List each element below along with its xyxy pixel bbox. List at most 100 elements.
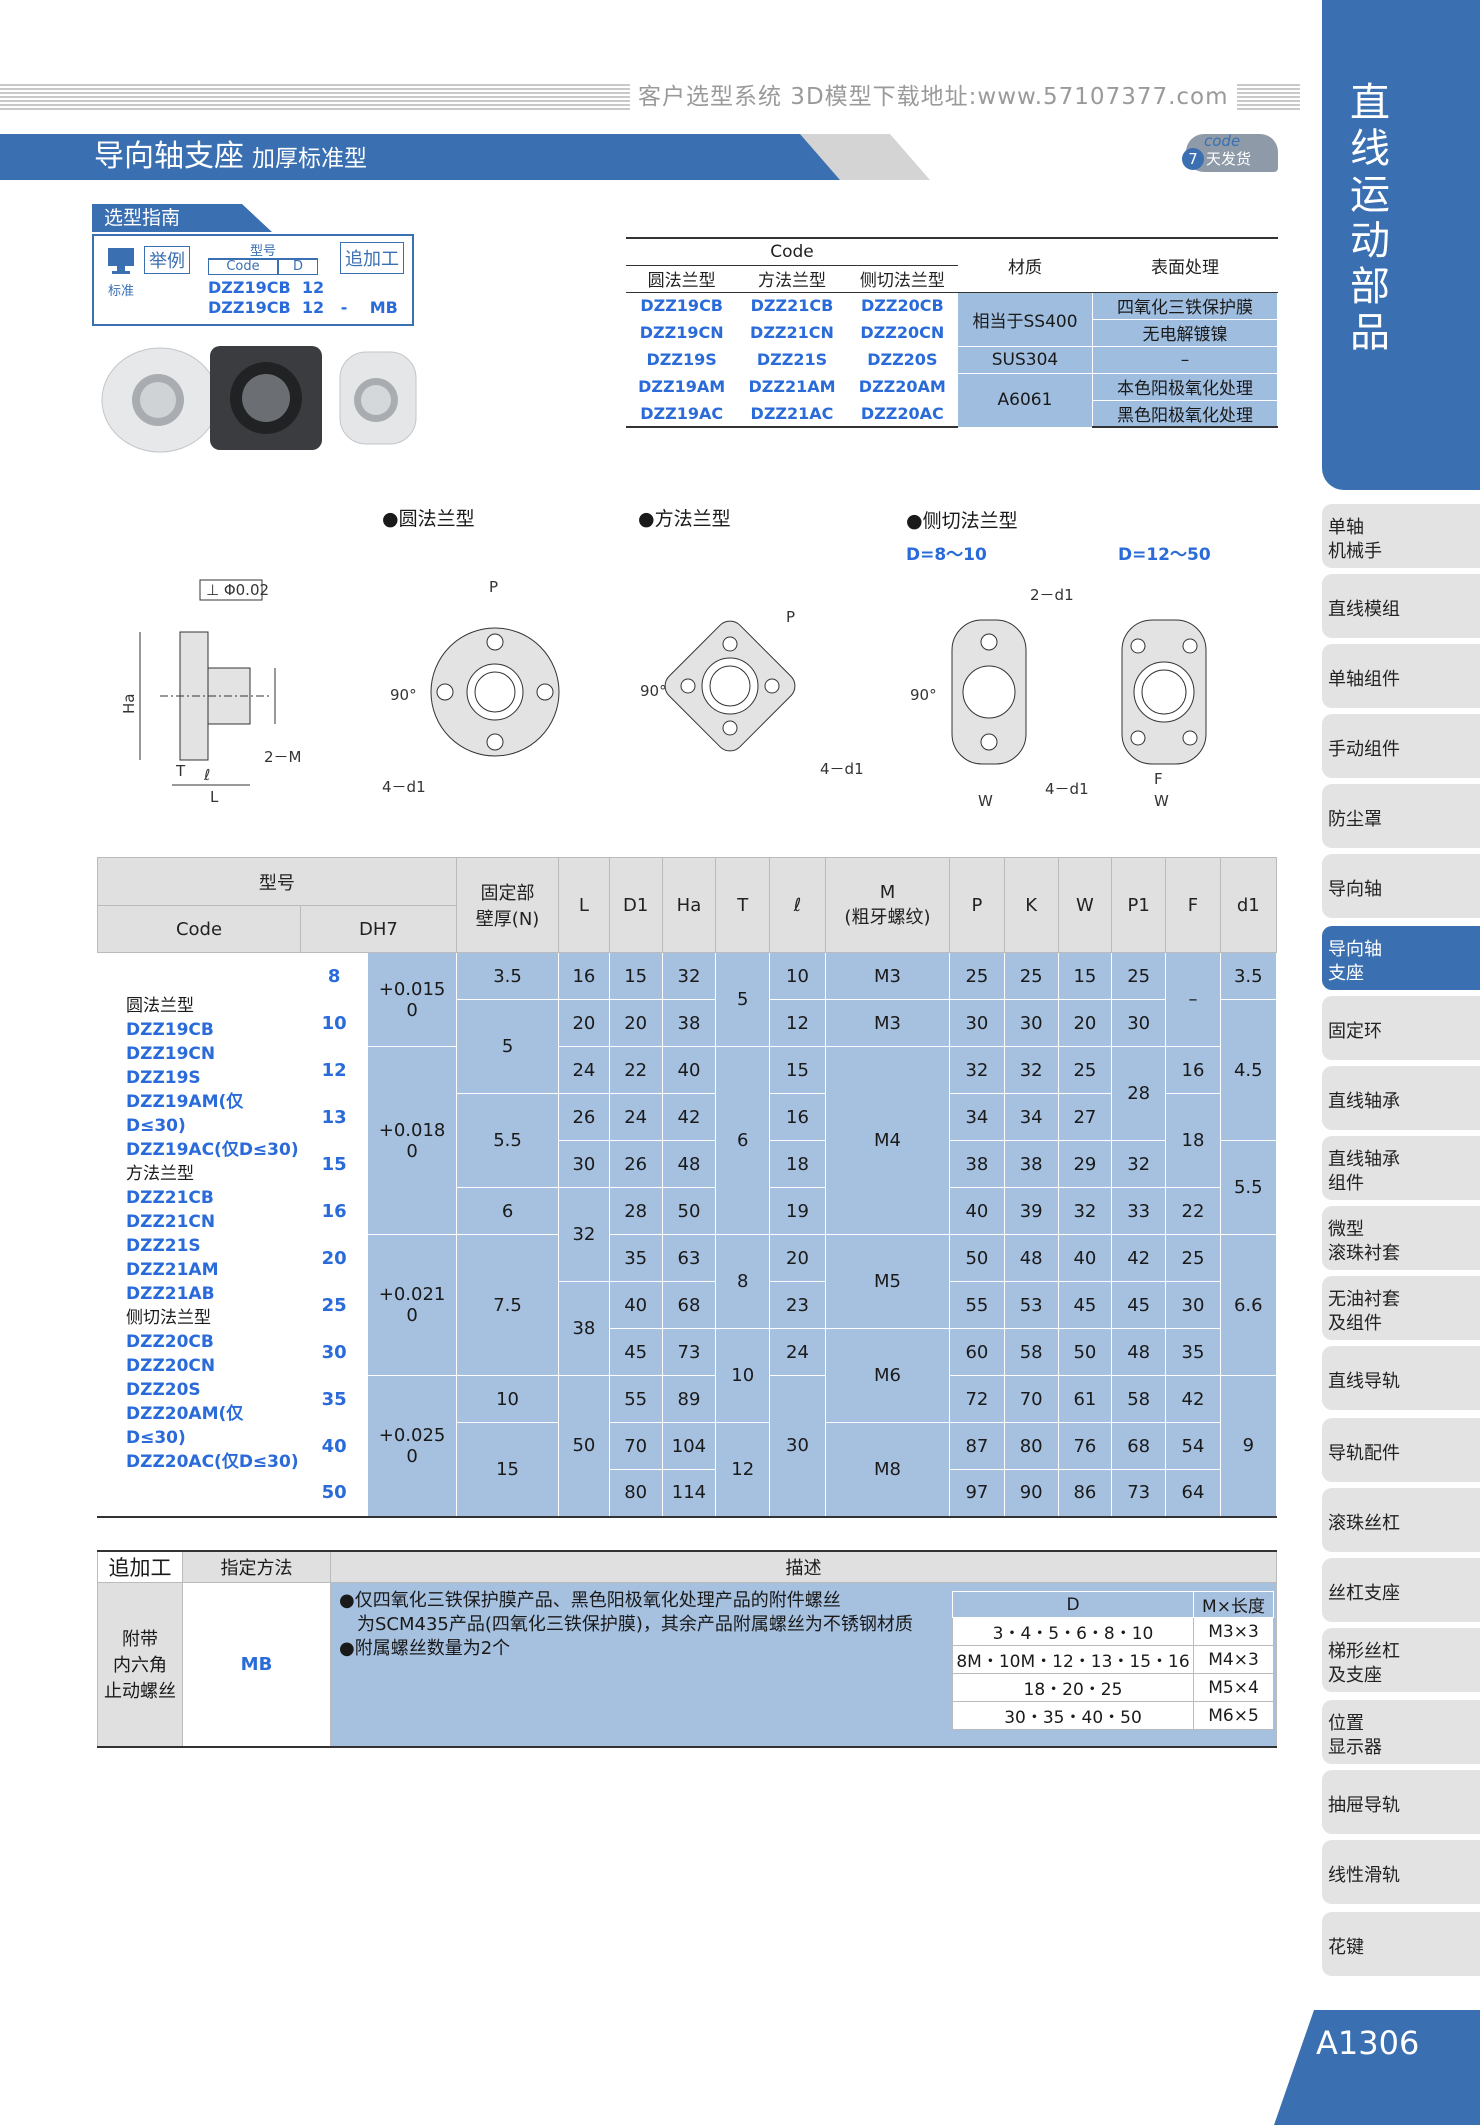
- l-cell: 18: [769, 1140, 826, 1188]
- D1-cell: 20: [608, 999, 663, 1047]
- sidebar-item[interactable]: 导向轴: [1322, 854, 1480, 918]
- d-cell: 12: [300, 1046, 369, 1094]
- code-list-item: DZZ20AM(仅D≤30): [126, 1404, 244, 1449]
- sidebar-item[interactable]: 导轨配件: [1322, 1418, 1480, 1482]
- D1-cell: 22: [608, 1046, 663, 1094]
- sidebar-item[interactable]: 直线轴承: [1322, 1066, 1480, 1130]
- L-cell: 38: [558, 1281, 610, 1376]
- sidebar-item[interactable]: 单轴组件: [1322, 644, 1480, 708]
- d-cell: 15: [300, 1140, 369, 1188]
- section-view: [139, 579, 276, 786]
- header-M: M (粗牙螺纹): [824, 857, 951, 953]
- standard-label: 标准: [108, 284, 135, 299]
- selection-guide-tab: 选型指南: [92, 204, 272, 232]
- side-cut-large-drawing: [1121, 619, 1207, 765]
- code-cell: DZZ21AM: [736, 372, 848, 401]
- D1-cell: 35: [608, 1234, 663, 1282]
- sidebar-item[interactable]: 防尘罩: [1322, 784, 1480, 848]
- badge-number: 7: [1182, 148, 1204, 170]
- D1-cell: 70: [608, 1422, 663, 1470]
- sidebar-item[interactable]: 直线模组: [1322, 574, 1480, 638]
- T-cell: 5: [715, 952, 771, 1047]
- sidebar-item[interactable]: 花键: [1322, 1912, 1480, 1976]
- sidebar-item[interactable]: 固定环: [1322, 996, 1480, 1060]
- d-cell: 50: [300, 1469, 369, 1518]
- sidebar-item[interactable]: 单轴 机械手: [1322, 504, 1480, 568]
- dim-label: P: [489, 578, 498, 596]
- sidebar-item[interactable]: 无油衬套 及组件: [1322, 1276, 1480, 1340]
- W-cell: 76: [1057, 1422, 1113, 1470]
- dim-label: 90°: [390, 686, 417, 704]
- D1-cell: 15: [608, 952, 663, 1000]
- d1-cell: 9: [1219, 1375, 1278, 1518]
- code-cell: DZZ19CN: [625, 318, 738, 347]
- dim-label: Ha: [120, 694, 138, 714]
- page-subtitle: 加厚标准型: [252, 146, 367, 172]
- P-cell: 40: [949, 1187, 1005, 1235]
- d-cell: 13: [300, 1093, 369, 1141]
- code-cell: DZZ20CN: [846, 318, 959, 347]
- K-cell: 48: [1003, 1234, 1059, 1282]
- Ha-cell: 114: [661, 1469, 717, 1518]
- code-cell: DZZ20AC: [846, 399, 959, 428]
- sidebar-item[interactable]: 丝杠支座: [1322, 1558, 1480, 1622]
- extra-label: 追加工: [340, 242, 404, 274]
- delivery-badge: code 7 天发货: [1178, 132, 1278, 174]
- P1-cell: 30: [1111, 999, 1167, 1047]
- P-cell: 55: [949, 1281, 1005, 1329]
- sidebar-item[interactable]: 抽屉导轨: [1322, 1770, 1480, 1834]
- sidebar-item[interactable]: 导向轴 支座: [1322, 926, 1480, 990]
- code-list-item: DZZ21AB: [126, 1284, 215, 1305]
- d-cell: 30: [300, 1328, 369, 1376]
- site-link-text[interactable]: 客户选型系统 3D模型下载地址:www.57107377.com: [630, 84, 1237, 110]
- header-P: P: [949, 857, 1005, 953]
- P-cell: 38: [949, 1140, 1005, 1188]
- header-model: 型号: [97, 857, 457, 906]
- spec-table: 型号 固定部 壁厚(N) L D1 Ha T ℓ M (粗牙螺纹) P K W …: [96, 857, 1278, 1518]
- M-cell: M8: [824, 1422, 951, 1518]
- l-cell: 30: [769, 1375, 826, 1518]
- header-Ha: Ha: [661, 857, 717, 953]
- F-cell: 25: [1165, 1234, 1221, 1282]
- code-cell: DZZ19AM: [625, 372, 738, 401]
- W-cell: 40: [1057, 1234, 1113, 1282]
- code-header: Code: [626, 237, 958, 266]
- sidebar-item[interactable]: 直线导轨: [1322, 1346, 1480, 1410]
- Ha-cell: 63: [661, 1234, 717, 1282]
- sidebar-item[interactable]: 梯形丝杠 及支座: [1322, 1628, 1480, 1692]
- monitor-icon: [108, 248, 134, 274]
- header-d1: d1: [1219, 857, 1278, 953]
- additional-item: 附带 内六角 止动螺丝: [97, 1582, 183, 1748]
- P1-cell: 28: [1111, 1046, 1167, 1141]
- T-cell: 6: [715, 1046, 771, 1235]
- sub-cell-m: M5×4: [1193, 1673, 1274, 1702]
- sidebar-item[interactable]: 位置 显示器: [1322, 1700, 1480, 1764]
- P1-cell: 58: [1111, 1375, 1167, 1423]
- additional-processing-table: 追加工 指定方法 描述 附带 内六角 止动螺丝 MB ●仅四氧化三铁保护膜产品、…: [97, 1550, 1277, 1748]
- sidebar-item[interactable]: 直线轴承 组件: [1322, 1136, 1480, 1200]
- code-cell: DZZ21S: [736, 345, 848, 374]
- desc-header: 描述: [330, 1550, 1277, 1583]
- P1-cell: 32: [1111, 1140, 1167, 1188]
- desc-line-2: 为SCM435产品(四氧化三铁保护膜)，其余产品附属螺丝为不锈钢材质: [357, 1614, 913, 1635]
- badge-days: 天发货: [1206, 150, 1252, 168]
- sub-cell-d: 30・35・40・50: [952, 1701, 1194, 1730]
- l-cell: 24: [769, 1328, 826, 1376]
- side-cut-flange-photo: [339, 351, 417, 445]
- sidebar-item[interactable]: 线性滑轨: [1322, 1840, 1480, 1904]
- sidebar-item[interactable]: 手动组件: [1322, 714, 1480, 778]
- P-cell: 25: [949, 952, 1005, 1000]
- code-list-item: DZZ20CB: [126, 1332, 214, 1353]
- P-cell: 34: [949, 1093, 1005, 1141]
- sub-cell-m: M6×5: [1193, 1701, 1274, 1730]
- sidebar-item[interactable]: 滚珠丝杠: [1322, 1488, 1480, 1552]
- W-cell: 61: [1057, 1375, 1113, 1423]
- sub-cell-m: M4×3: [1193, 1645, 1274, 1674]
- P1-cell: 33: [1111, 1187, 1167, 1235]
- header-W: W: [1057, 857, 1113, 953]
- method-header: 指定方法: [182, 1550, 331, 1583]
- sidebar-item[interactable]: 微型 滚珠衬套: [1322, 1206, 1480, 1270]
- d-cell: 35: [300, 1375, 369, 1423]
- T-cell: 12: [715, 1422, 771, 1518]
